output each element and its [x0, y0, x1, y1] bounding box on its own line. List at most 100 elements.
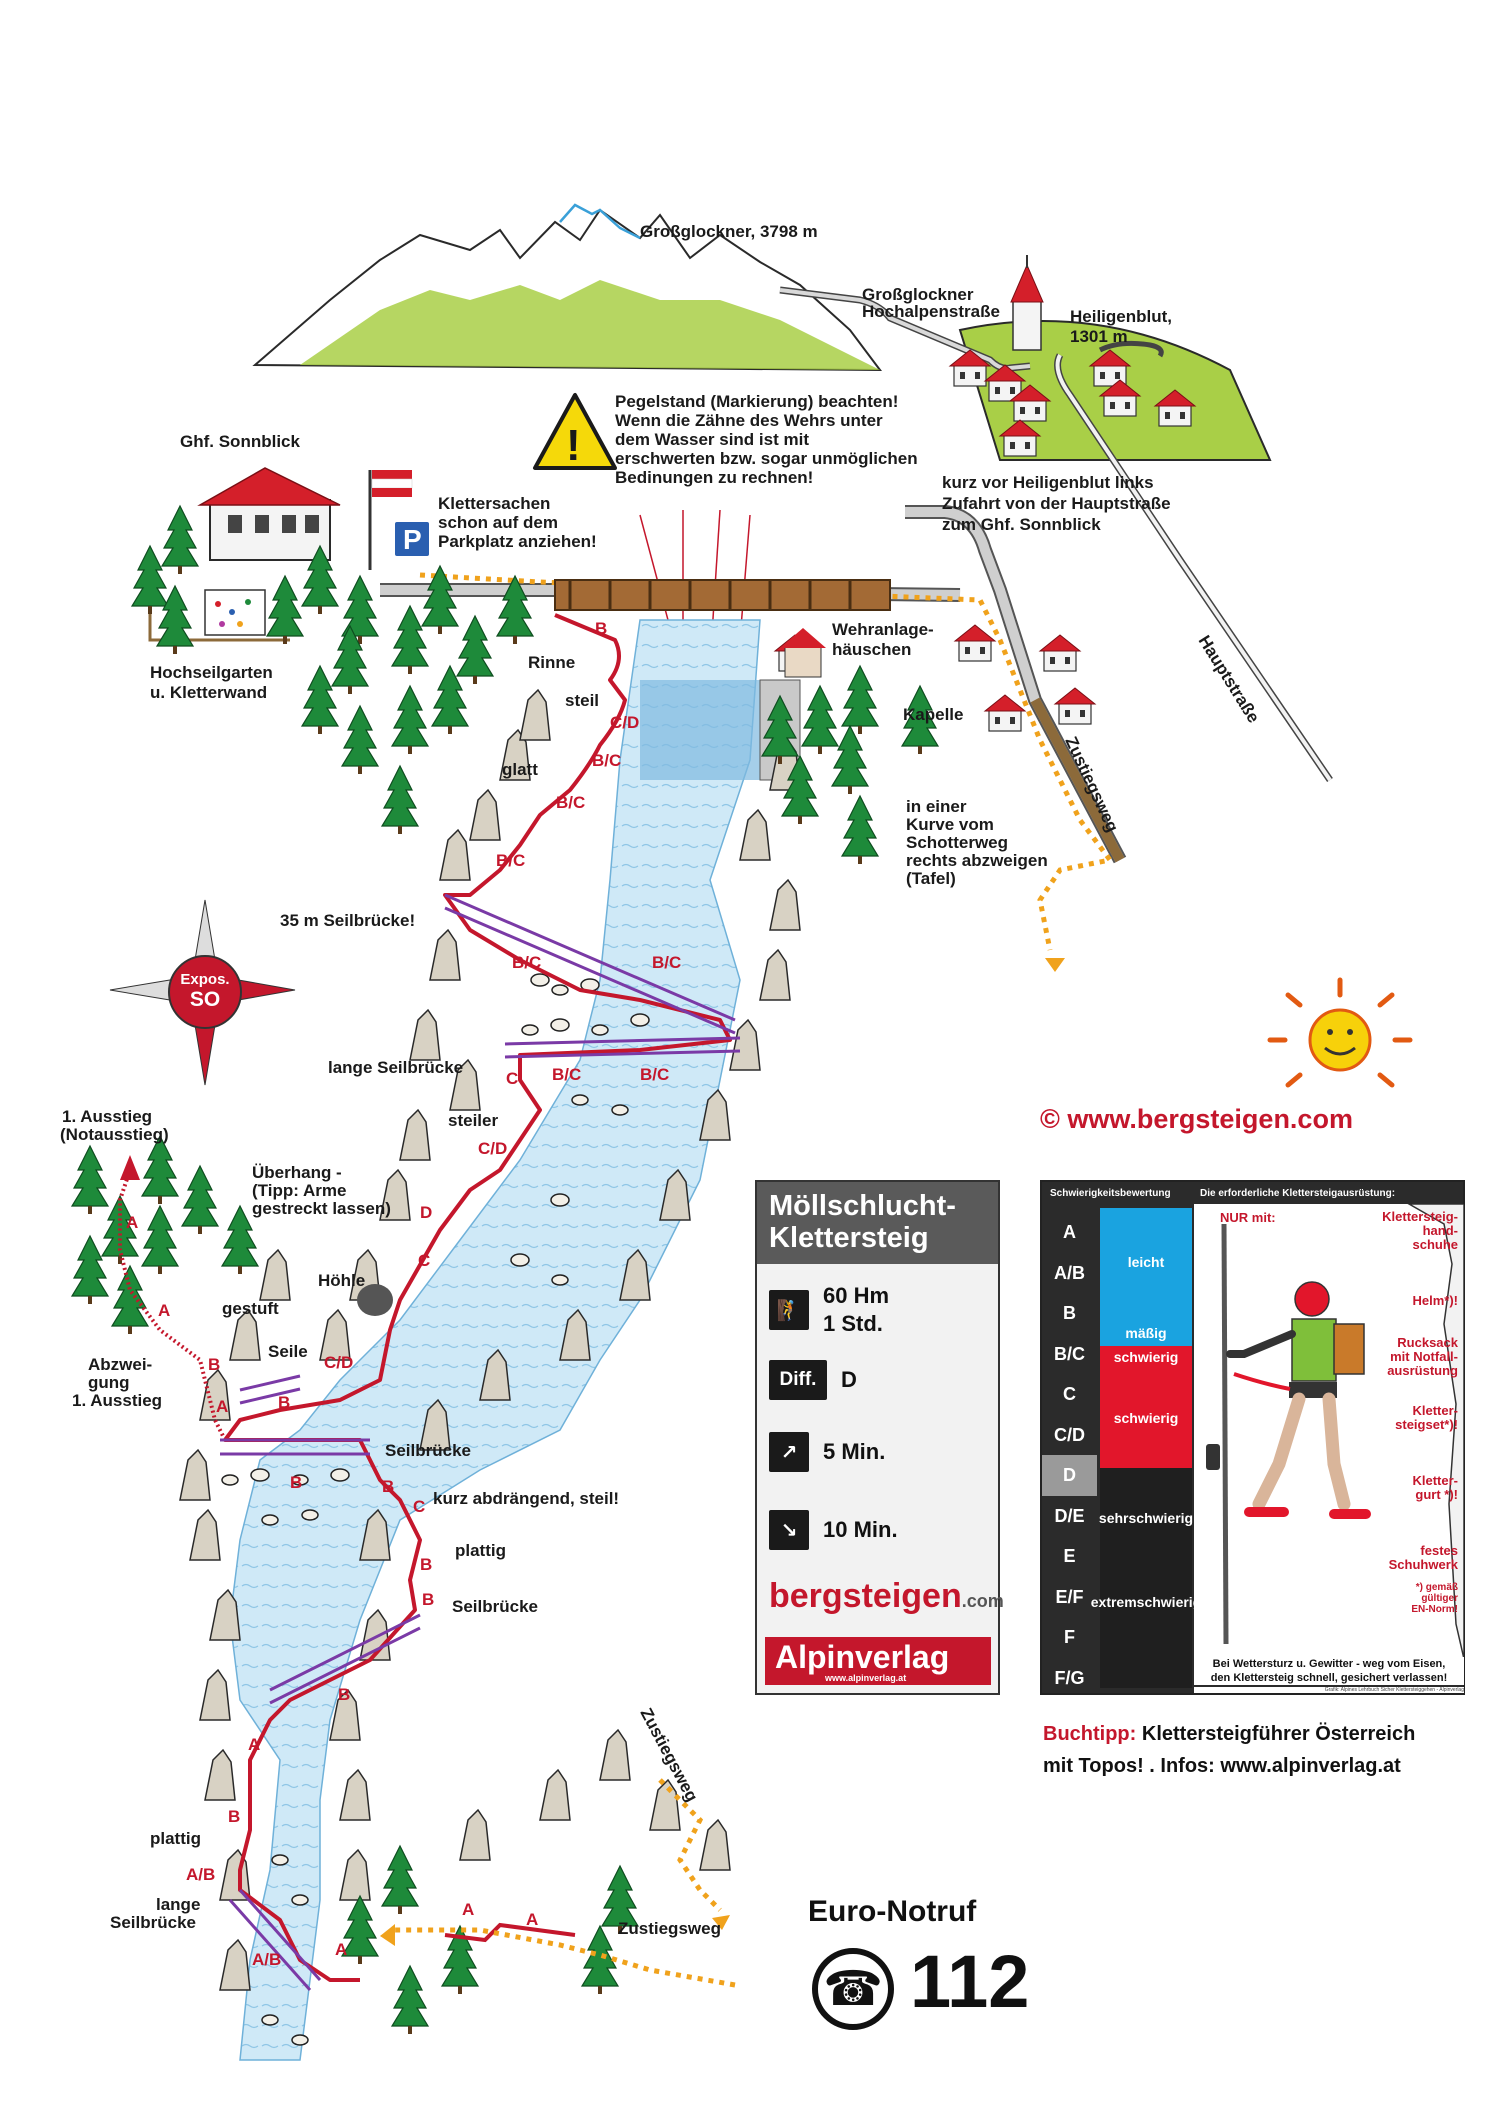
grade-label: B	[422, 1590, 434, 1609]
approach-time: 5 Min.	[823, 1439, 886, 1464]
duration-value: 1 Std.	[823, 1311, 883, 1336]
warning-icon: !	[533, 393, 617, 470]
label-pushing: kurz abdrängend, steil!	[433, 1489, 619, 1508]
band-easy: leicht	[1100, 1208, 1192, 1316]
grade-letter: C	[1063, 1384, 1076, 1404]
copyright-link[interactable]: © www.bergsteigen.com	[1040, 1104, 1353, 1134]
label-village: Heiligenblut,1301 m	[1070, 307, 1172, 346]
rope-bridges	[220, 893, 741, 1991]
label-compass-dir: SO	[190, 988, 220, 1011]
equip-gloves: Klettersteig-hand-schuhe	[1382, 1209, 1458, 1252]
grade-label: B	[420, 1555, 432, 1574]
grade-letter: A	[1063, 1222, 1076, 1242]
equipment-illustration: NUR mit: Klettersteig-hand-schuhe Helm*)…	[1194, 1203, 1465, 1660]
svg-text:P: P	[403, 524, 422, 555]
book-tip-label: Buchtipp:	[1043, 1723, 1137, 1745]
label-bridge: Seilbrücke	[385, 1441, 471, 1460]
equipment-header: Die erforderliche Klettersteigausrüstung…	[1200, 1188, 1396, 1199]
book-tip-title: Klettersteigführer Österreich	[1136, 1723, 1416, 1745]
label-exit1: 1. Ausstieg(Notausstieg)	[60, 1107, 169, 1144]
climbing-wall-icon	[204, 589, 266, 636]
book-tip: Buchtipp: Klettersteigführer Österreich …	[1043, 1718, 1415, 1782]
grade-letter: F	[1064, 1627, 1075, 1647]
grade-label: B/C	[552, 1065, 581, 1084]
grade-label: C	[506, 1069, 518, 1088]
band-difficult-2: schwierig	[1100, 1368, 1192, 1468]
grade-label: B	[382, 1477, 394, 1496]
grade-label: A	[158, 1301, 170, 1320]
height-value: 60 Hm	[823, 1283, 890, 1308]
grade-label: C	[413, 1497, 425, 1516]
church-icon	[1010, 255, 1044, 351]
difficulty-badge: Diff.	[769, 1360, 827, 1400]
label-long-bridge: lange Seilbrücke	[328, 1058, 463, 1077]
sun-logo-icon	[1267, 977, 1413, 1088]
boulders	[221, 973, 650, 2046]
grade-label: B	[595, 619, 607, 638]
approach-row: ↗ 5 Min.	[769, 1432, 885, 1472]
hiker-down-icon: ↘	[769, 1510, 809, 1550]
band-moderate: mäßig	[1100, 1316, 1192, 1346]
svg-text:!: !	[566, 421, 581, 470]
weir-dam	[554, 579, 891, 781]
grade-label: D	[420, 1203, 432, 1222]
route-title: Möllschlucht-Klettersteig	[757, 1182, 998, 1264]
climber-icon: 🧗	[769, 1290, 809, 1330]
descent-time: 10 Min.	[823, 1517, 898, 1542]
emergency-number[interactable]: 112	[910, 1940, 1030, 2023]
grade-label: C	[418, 1251, 430, 1270]
emergency-title: Euro-Notruf	[808, 1895, 977, 1928]
label-cave: Höhle	[318, 1271, 365, 1290]
route-line	[223, 613, 732, 1982]
label-main-road: Hauptstraße	[1195, 632, 1264, 726]
label-stepped: gestuft	[222, 1299, 279, 1318]
grade-label: B	[228, 1807, 240, 1826]
label-compass: Expos.	[180, 971, 229, 988]
label-chapel: Kapelle	[903, 705, 963, 724]
grade-label: C/D	[478, 1139, 507, 1158]
grade-label: B/C	[592, 751, 621, 770]
height-row: 🧗 60 Hm 1 Std.	[769, 1282, 889, 1338]
label-steep: steil	[565, 691, 599, 710]
grade-equipment-card: Schwierigkeitsbewertung Die erforderlich…	[1040, 1180, 1465, 1695]
grade-letter: F/G	[1054, 1667, 1085, 1688]
phone-icon: ☎	[812, 1948, 894, 2030]
grade-letter: D/E	[1054, 1505, 1085, 1526]
grade-letter: C/D	[1054, 1424, 1085, 1445]
grade-label: A	[126, 1213, 138, 1232]
grade-label: B	[338, 1685, 350, 1704]
hotel-building	[197, 467, 341, 561]
label-ropes: Seile	[268, 1342, 308, 1361]
label-weir-house: Wehranlage-häuschen	[832, 620, 934, 659]
storm-warning: Bei Wettersturz u. Gewitter - weg vom Ei…	[1194, 1657, 1464, 1685]
grade-label: B	[290, 1473, 302, 1492]
book-tip-link[interactable]: mit Topos! . Infos: www.alpinverlag.at	[1043, 1755, 1401, 1777]
bergsteigen-logo[interactable]: bergsteigen.com	[769, 1577, 1004, 1615]
grade-letter: E/F	[1055, 1586, 1084, 1607]
grade-label: A	[335, 1940, 347, 1959]
label-slabby2: plattig	[150, 1829, 201, 1848]
equip-harness: Kletter-gurt *)!	[1412, 1473, 1458, 1502]
grade-label: A/B	[252, 1950, 281, 1969]
climber-figure-icon	[1206, 1203, 1465, 1660]
grade-label: C/D	[324, 1353, 353, 1372]
grade-label: B/C	[496, 851, 525, 870]
label-bridge35: 35 m Seilbrücke!	[280, 911, 415, 930]
grade-letter: B/C	[1054, 1343, 1085, 1364]
grade-label: A	[526, 1910, 538, 1929]
equip-helmet: Helm*)!	[1412, 1293, 1458, 1308]
label-hotel: Ghf. Sonnblick	[180, 432, 300, 451]
grade-label: A	[248, 1735, 260, 1754]
grade-label: B	[278, 1393, 290, 1412]
